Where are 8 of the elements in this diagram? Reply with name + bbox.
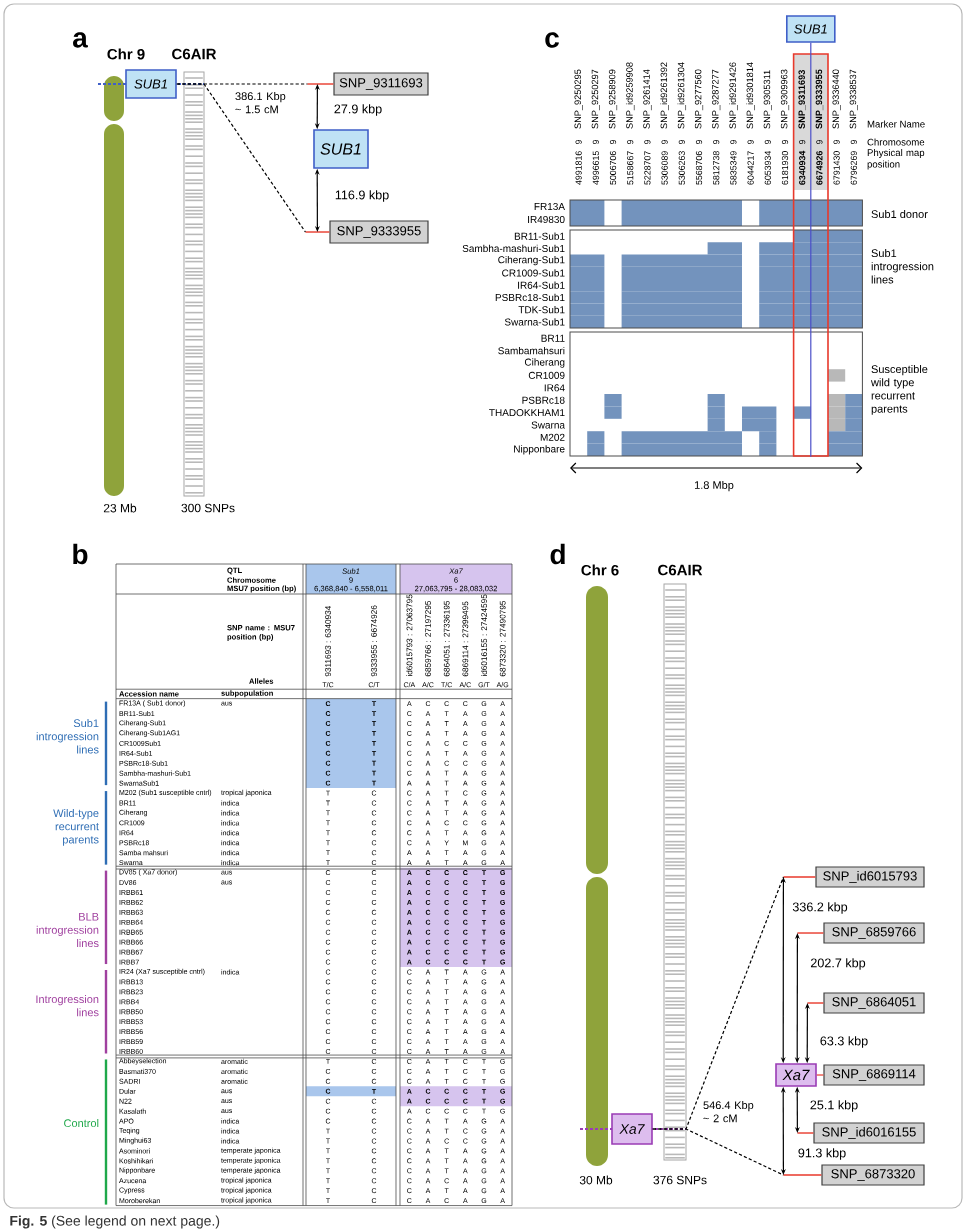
dashed-line bbox=[652, 1128, 784, 1176]
gene-box: SUB1 bbox=[313, 129, 369, 169]
panel-letter: d bbox=[550, 543, 565, 565]
dashed-line bbox=[176, 83, 306, 233]
panel-letter: b bbox=[73, 543, 88, 565]
panel-letter: a bbox=[73, 32, 88, 48]
panel-letter: c bbox=[545, 32, 559, 48]
connector-line bbox=[816, 1074, 824, 1076]
